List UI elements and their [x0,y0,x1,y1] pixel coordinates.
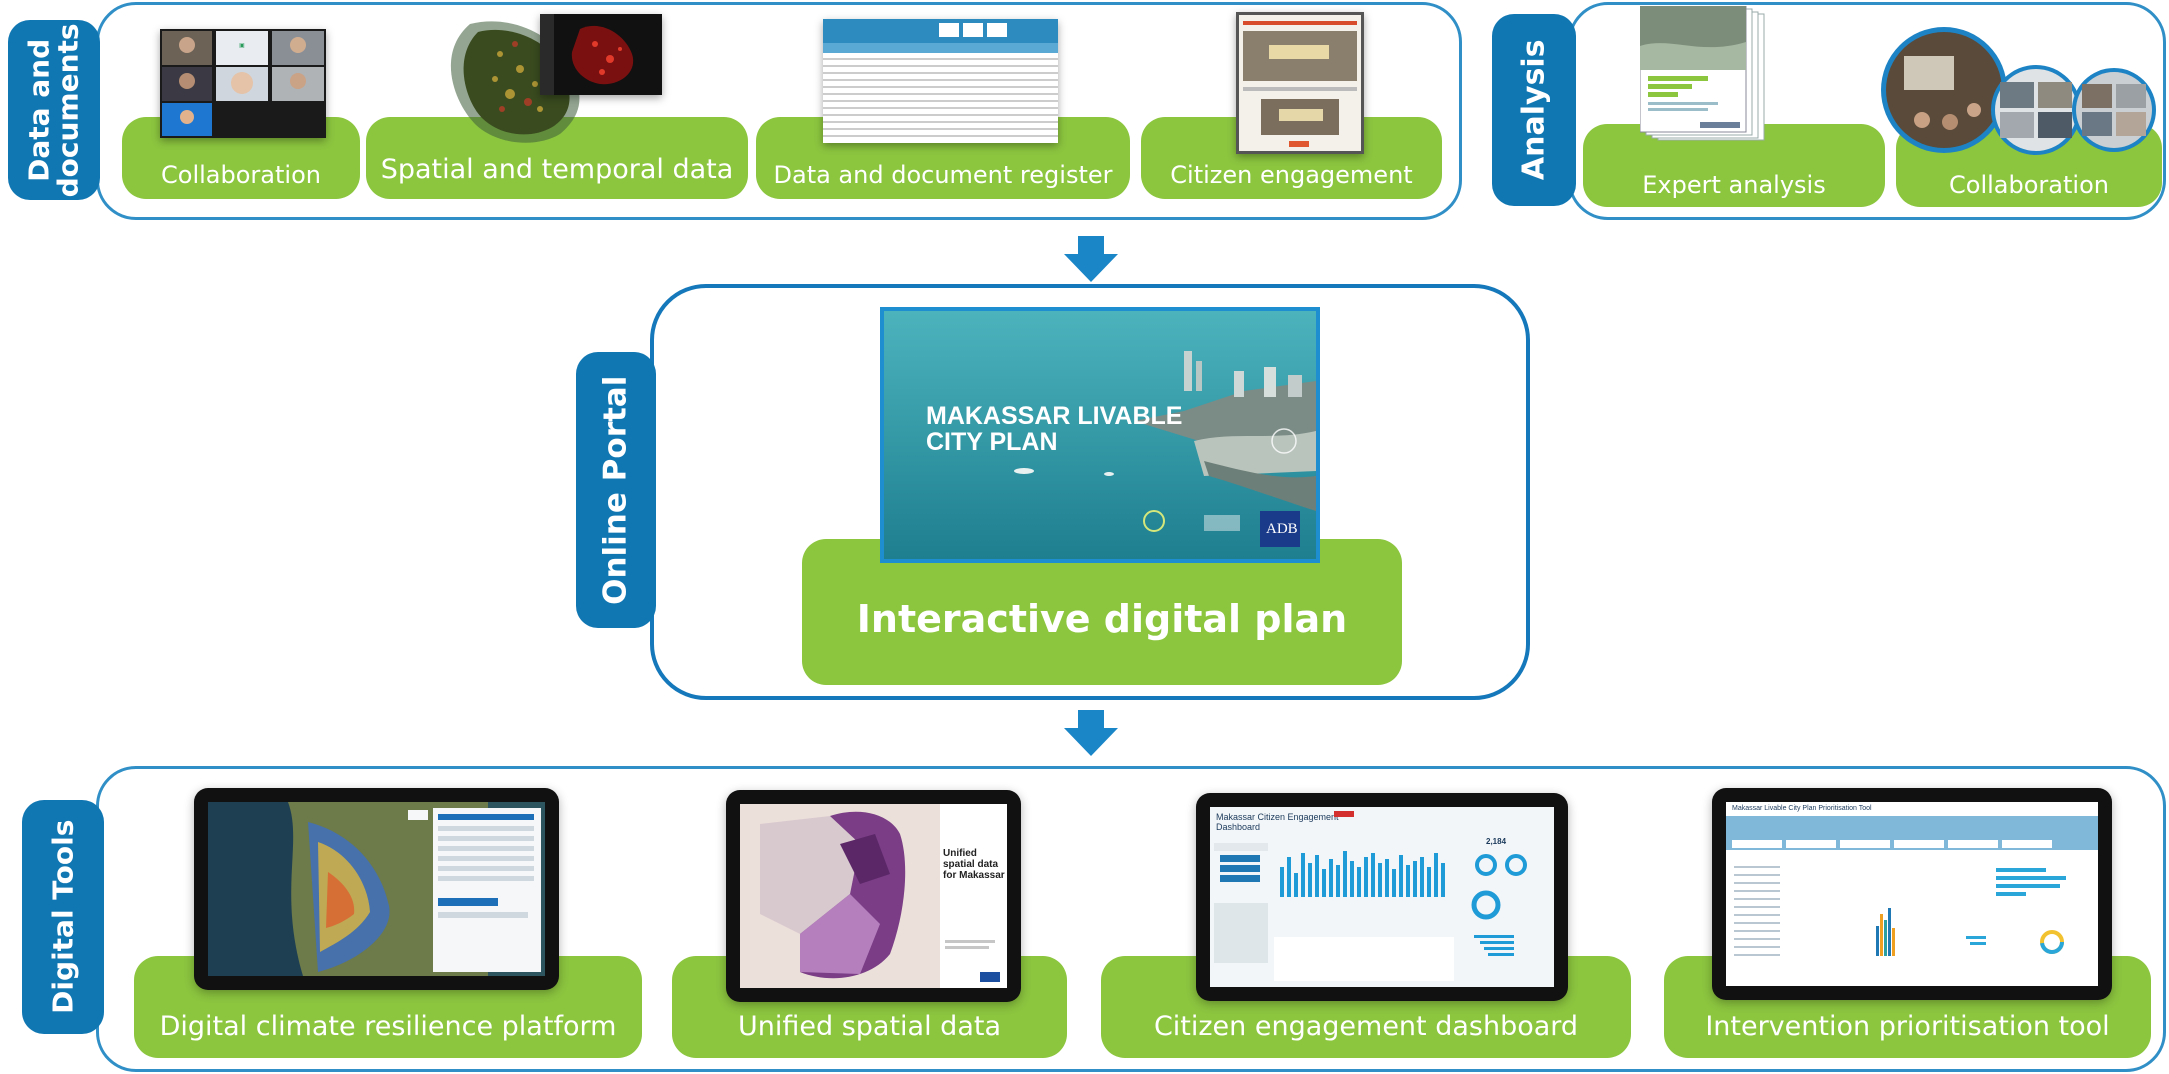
report-stack-thumbnail [1639,5,1770,144]
prioritisation-device: Makassar Livable City Plan Prioritisatio… [1712,788,2112,1000]
digital-tools-label: Digital Tools [46,819,80,1015]
plan-cover-image: MAKASSAR LIVABLE CITY PLAN ADB [880,307,1320,563]
adb-logo: ADB [1266,521,1298,537]
data-document-register-label: Data and document register [773,161,1113,189]
dashboard-screen-title: Makassar Citizen Engagement Dashboard [1216,812,1339,833]
spatial-screen-title-1: Unified [943,848,977,859]
digital-tools-label-tab: Digital Tools [22,800,104,1034]
citizen-engagement-dashboard-label: Citizen engagement dashboard [1153,1011,1579,1042]
spatial-screen-title-3: for Makassar [943,870,1005,881]
plan-cover-title-line2: CITY PLAN [926,428,1058,457]
meeting-circles-thumbnail [1878,26,2158,156]
spatial-screen-title: Unified spatial data for Makassar [943,848,1005,881]
plan-cover-title: MAKASSAR LIVABLE CITY PLAN [926,403,1182,456]
collaboration-label: Collaboration [161,161,321,189]
video-call-thumbnail: ▣ [160,29,326,138]
dashboard-title-1: Makassar Citizen Engagement [1216,812,1339,822]
prioritisation-header: Makassar Livable City Plan Prioritisatio… [1726,802,2098,816]
svg-text:▣: ▣ [239,42,245,49]
dashboard-device: Makassar Citizen Engagement Dashboard 2,… [1196,793,1568,1001]
data-documents-label-line1: Data and [22,38,56,182]
climate-platform-device [194,788,559,990]
night-map-thumbnail [540,14,662,95]
prioritisation-screen-title: Makassar Livable City Plan Prioritisatio… [1732,805,1872,812]
spatial-temporal-data-label: Spatial and temporal data [380,154,734,185]
interactive-digital-plan-label: Interactive digital plan [856,597,1348,641]
climate-resilience-platform-label: Digital climate resilience platform [159,1011,617,1042]
citizen-engagement-thumbnail [1236,12,1364,154]
online-portal-label-tab: Online Portal [576,352,656,628]
analysis-collaboration-label: Collaboration [1949,171,2109,199]
analysis-label-tab: Analysis [1492,14,1576,206]
respondents-count: 2,184 [1486,837,1507,846]
citizen-engagement-label: Citizen engagement [1170,161,1413,189]
spatial-data-device: Unified spatial data for Makassar [726,790,1021,1002]
climate-platform-screen [208,802,545,976]
down-arrow-top [1064,236,1118,282]
spatial-screen-title-2: spatial data [943,859,999,870]
intervention-prioritisation-tool-label: Intervention prioritisation tool [1705,1011,2110,1042]
down-arrow-bottom [1064,710,1118,756]
expert-analysis-label: Expert analysis [1642,171,1826,199]
dashboard-screen: Makassar Citizen Engagement Dashboard 2,… [1210,807,1554,987]
unified-spatial-data-label: Unified spatial data [738,1011,1001,1042]
interactive-digital-plan-box: Interactive digital plan [802,539,1402,685]
data-documents-label-line2: documents [52,23,85,197]
plan-cover-title-line1: MAKASSAR LIVABLE [926,402,1183,430]
register-spreadsheet-thumbnail [823,19,1058,143]
analysis-label: Analysis [1516,39,1552,181]
data-documents-label-tab: Data and documents [8,20,100,200]
online-portal-label: Online Portal [597,375,634,605]
dashboard-title-2: Dashboard [1216,821,1261,832]
spatial-data-screen: Unified spatial data for Makassar [740,804,1007,988]
prioritisation-screen: Makassar Livable City Plan Prioritisatio… [1726,802,2098,986]
